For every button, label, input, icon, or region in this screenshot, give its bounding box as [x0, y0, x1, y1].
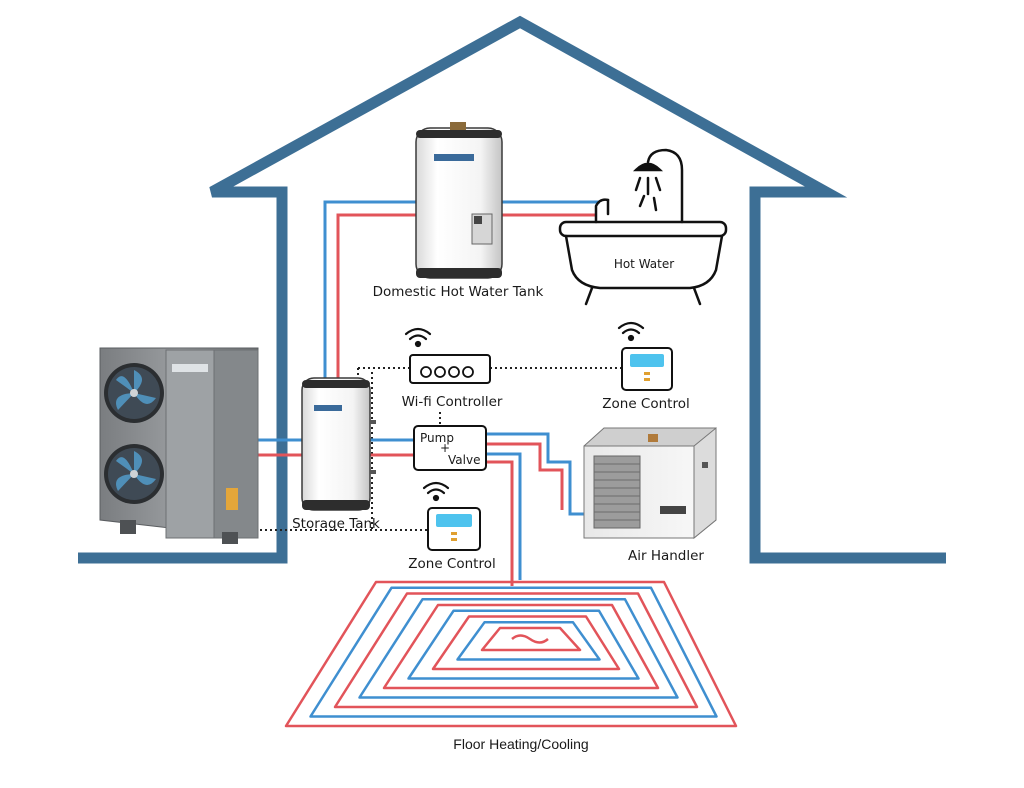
floor-loop-ring — [407, 609, 640, 680]
floor-loop-ring — [456, 621, 601, 661]
wifi-icon — [422, 481, 450, 502]
zone-control-lower-label: Zone Control — [408, 556, 495, 572]
zone-control-upper — [617, 321, 673, 391]
air-handler-label: Air Handler — [628, 548, 704, 564]
fan-icon — [104, 363, 164, 423]
fan-icon — [104, 444, 164, 504]
domestic-hot-water-tank — [415, 122, 503, 279]
floor-heating-loop — [284, 580, 738, 728]
storage-tank — [301, 377, 376, 511]
floor-loop-ring — [358, 598, 679, 699]
bathtub-icon — [558, 198, 728, 306]
pump-label: Pump — [420, 431, 454, 445]
shower-icon — [632, 148, 684, 224]
heat-pump-unit — [99, 347, 259, 544]
wifi-controller — [404, 327, 491, 384]
pipes-hot-water-loop — [323, 200, 600, 378]
floor-heating-label: Floor Heating/Cooling — [453, 736, 588, 752]
valve-label: Valve — [448, 453, 480, 467]
pipes-floor-feed — [485, 452, 522, 586]
pipes-storage-pump — [370, 438, 415, 457]
pump-valve — [413, 425, 487, 471]
hot-water-label: Hot Water — [614, 257, 674, 271]
floor-loop-ring — [480, 626, 582, 652]
pipes-air-handler — [485, 432, 590, 516]
floor-loop-ring — [309, 586, 718, 718]
zone-control-lower — [422, 481, 481, 551]
domestic-tank-label: Domestic Hot Water Tank — [373, 284, 544, 300]
floor-loop-ring — [284, 580, 738, 728]
house-outline — [78, 15, 946, 564]
wifi-controller-label: Wi-fi Controller — [402, 394, 503, 410]
pipes-unit-storage — [258, 438, 305, 457]
wifi-icon — [404, 327, 432, 348]
wifi-icon — [617, 321, 645, 342]
floor-loop-center — [511, 634, 549, 644]
floor-loop-ring — [382, 603, 660, 690]
air-handler — [583, 426, 717, 540]
floor-loop-ring — [333, 592, 699, 709]
pump-plus: + — [440, 441, 450, 455]
zone-control-upper-label: Zone Control — [602, 396, 689, 412]
storage-tank-label: Storage Tank — [292, 516, 380, 532]
floor-loop-ring — [431, 615, 621, 671]
